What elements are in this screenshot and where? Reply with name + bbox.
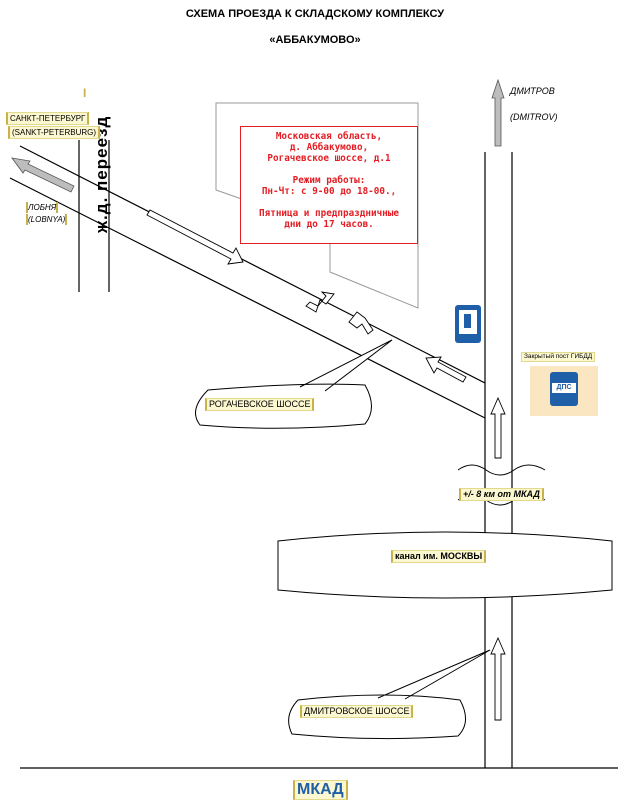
road-break: [457, 464, 546, 476]
police-post-label: Закрытый пост ГИБДД: [521, 352, 596, 362]
rogachevskoe-road-edge: [19, 145, 486, 384]
address-info-box: Московская область, д. Аббакумово, Рогач…: [240, 126, 418, 244]
spb-direction-arrow: [11, 157, 75, 193]
dmitrov-label-en: (DMITROV): [510, 112, 558, 122]
info-line: д. Аббакумово,: [289, 142, 369, 153]
callout-dmitrovskoe: [288, 649, 491, 740]
rogachevskoe-road-label: РОГАЧЕВСКОЕ ШОССЕ: [205, 398, 315, 411]
rogachevskoe-road-edge: [9, 177, 486, 419]
spb-label-en: (SANKT-PETERBURG): [8, 126, 101, 139]
map-subtitle: «АББАКУМОВО»: [269, 34, 361, 46]
fuel-station-icon: [455, 305, 481, 343]
info-line: дни до 17 часов.: [284, 219, 374, 230]
dmitrov-label: ДМИТРОВ: [510, 86, 555, 96]
turn-arrow: [305, 291, 335, 313]
rail-marker: I: [83, 86, 87, 100]
traffic-arrow: [490, 396, 506, 459]
mkad-label: МКАД: [293, 780, 348, 800]
canal: [277, 531, 613, 599]
info-spacer: [241, 164, 417, 175]
distance-label: +/- 8 км от МКАД: [459, 488, 544, 501]
traffic-arrow: [425, 356, 467, 383]
lobnya-label: ЛОБНЯ: [26, 202, 59, 213]
info-line: Пн-Чт: с 9-00 до 18-00.,: [261, 186, 397, 197]
info-line: Рогачевское шоссе, д.1: [267, 153, 391, 164]
police-sign-text: ДПС: [552, 383, 576, 393]
police-sign: ДПС: [550, 372, 578, 406]
map-title: СХЕМА ПРОЕЗДА К СКЛАДСКОМУ КОМПЛЕКСУ: [185, 8, 445, 20]
info-spacer: [241, 197, 417, 208]
info-line: Режим работы:: [292, 175, 366, 186]
dmitrovskoe-road-label: ДМИТРОВСКОЕ ШОССЕ: [300, 705, 414, 718]
turn-arrow: [348, 311, 374, 335]
lobnya-label-en: (LOBNYA): [26, 214, 68, 225]
dmitrov-direction-arrow: [491, 78, 505, 147]
info-line: Московская область,: [275, 131, 383, 142]
callout-rogachevskoe: [195, 339, 393, 429]
fuel-pump-icon: [459, 310, 477, 334]
info-line: Пятница и предпраздничные: [259, 208, 399, 219]
canal-label: канал им. МОСКВЫ: [391, 550, 487, 563]
spb-label: САНКТ-ПЕТЕРБУРГ: [6, 112, 90, 125]
traffic-arrow: [146, 209, 244, 265]
traffic-arrow: [490, 636, 506, 721]
police-post-icon: ДПС: [530, 366, 598, 416]
